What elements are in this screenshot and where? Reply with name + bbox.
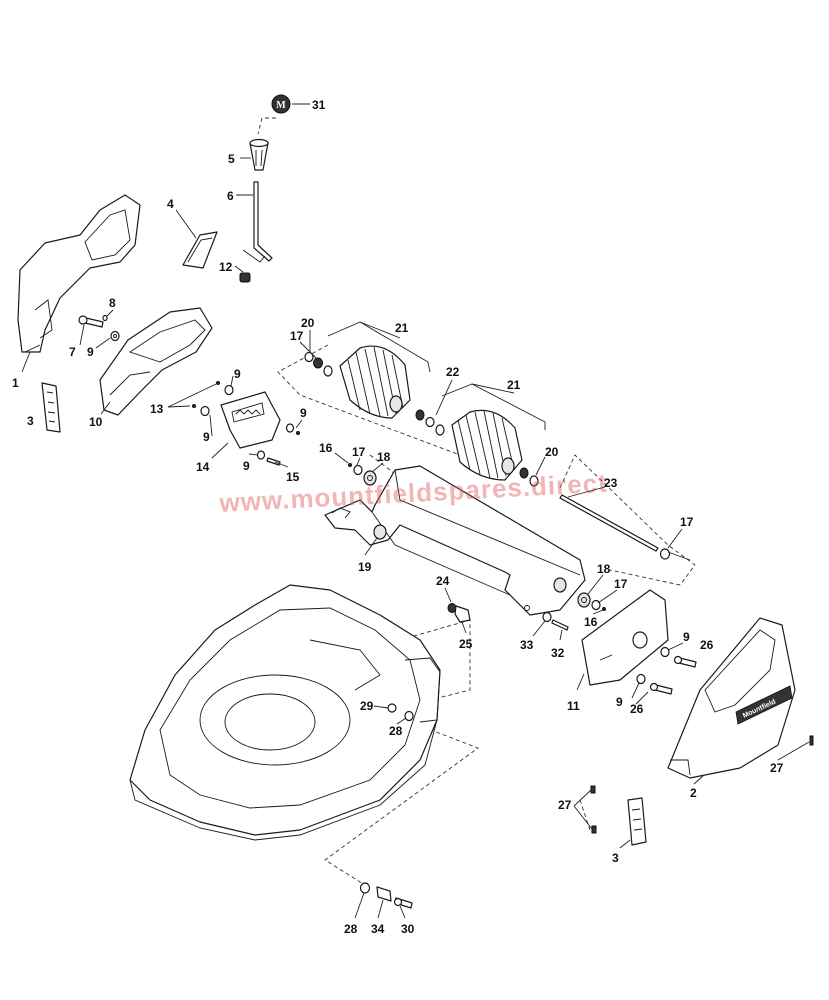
- bracket-part: [182, 231, 218, 269]
- callout-21-right: 21: [507, 378, 521, 392]
- callout-9-side-upper: 9: [683, 630, 690, 644]
- callout-7: 7: [69, 345, 76, 359]
- callout-18-lower: 18: [597, 562, 611, 576]
- axle-rod-part: [559, 494, 671, 560]
- callout-18-upper: 18: [377, 450, 391, 464]
- axle-fixings-upper: [348, 463, 377, 486]
- callout-24: 24: [436, 574, 450, 588]
- callout-3-right: 3: [612, 851, 619, 865]
- hood-part: [99, 307, 213, 416]
- callout-2: 2: [690, 786, 697, 800]
- callout-22: 22: [446, 365, 460, 379]
- callout-labels: 31 5 6 4 12 8 7 9 1 3 10 9 13 9 14 9 9 1…: [12, 98, 784, 936]
- deck-bottom-fixings: [359, 882, 413, 909]
- callout-17-lower: 17: [614, 577, 628, 591]
- callout-19: 19: [358, 560, 372, 574]
- callout-9-upper: 9: [234, 367, 241, 381]
- callout-1: 1: [12, 376, 19, 390]
- mulch-clip-right-part: [627, 797, 647, 846]
- callout-8: 8: [109, 296, 116, 310]
- callout-3-left: 3: [27, 414, 34, 428]
- plate-assembly: [192, 381, 300, 466]
- callout-9-cover: 9: [87, 345, 94, 359]
- callout-34: 34: [371, 922, 385, 936]
- callout-leaders: [21, 103, 810, 919]
- callout-9-lower: 9: [243, 459, 250, 473]
- handle-knob-part: [249, 138, 269, 171]
- callout-15: 15: [286, 470, 300, 484]
- callout-5: 5: [228, 152, 235, 166]
- right-cover-fixings: [636, 646, 697, 695]
- callout-17-left: 17: [290, 329, 304, 343]
- clip-part: [239, 272, 251, 283]
- callout-25: 25: [459, 637, 473, 651]
- callout-26-lower: 26: [630, 702, 644, 716]
- callout-26-upper: 26: [700, 638, 714, 652]
- mulch-clip-left-part: [41, 382, 61, 433]
- callout-32: 32: [551, 646, 565, 660]
- callout-28-deck: 28: [389, 724, 403, 738]
- front-roller-left-part: [304, 345, 435, 428]
- callout-14: 14: [196, 460, 210, 474]
- height-rod-part: [242, 181, 273, 263]
- front-roller-right-part: [435, 409, 539, 487]
- callout-20-right: 20: [545, 445, 559, 459]
- callout-11: 11: [567, 699, 580, 713]
- badge-part: M: [271, 94, 291, 114]
- callout-13: 13: [150, 402, 164, 416]
- callout-28-bottom: 28: [344, 922, 358, 936]
- side-plate-part: [581, 589, 669, 686]
- roller-bracket-lines: [327, 321, 546, 430]
- callout-27-right: 27: [770, 761, 784, 775]
- callout-9-right: 9: [300, 406, 307, 420]
- callout-16-upper: 16: [319, 441, 333, 455]
- mower-deck-part: [129, 584, 441, 841]
- fixings-left-cover: [78, 314, 120, 342]
- callout-17-upper: 17: [352, 445, 366, 459]
- callout-31: 31: [312, 98, 326, 112]
- callout-6: 6: [227, 189, 234, 203]
- callout-12: 12: [219, 260, 233, 274]
- callout-30: 30: [401, 922, 415, 936]
- callout-23: 23: [604, 476, 618, 490]
- callout-21-left: 21: [395, 321, 409, 335]
- callout-33: 33: [520, 638, 534, 652]
- right-cover-part: Mountfield: [667, 617, 796, 779]
- pins-part: [590, 735, 814, 834]
- height-bolt-part: [447, 603, 471, 623]
- callout-17-axle: 17: [680, 515, 694, 529]
- axle-fixings-lower: [577, 592, 606, 611]
- callout-29: 29: [360, 699, 374, 713]
- callout-16-lower: 16: [584, 615, 598, 629]
- callout-4: 4: [167, 197, 174, 211]
- callout-27-lower: 27: [558, 798, 572, 812]
- frame-bolt-part: [542, 611, 569, 631]
- callout-9-side-lower: 9: [616, 695, 623, 709]
- callout-10: 10: [89, 415, 103, 429]
- callout-20-left: 20: [301, 316, 315, 330]
- callout-9-left: 9: [203, 430, 210, 444]
- left-cover-part: [17, 194, 141, 353]
- badge-letter: M: [276, 100, 286, 111]
